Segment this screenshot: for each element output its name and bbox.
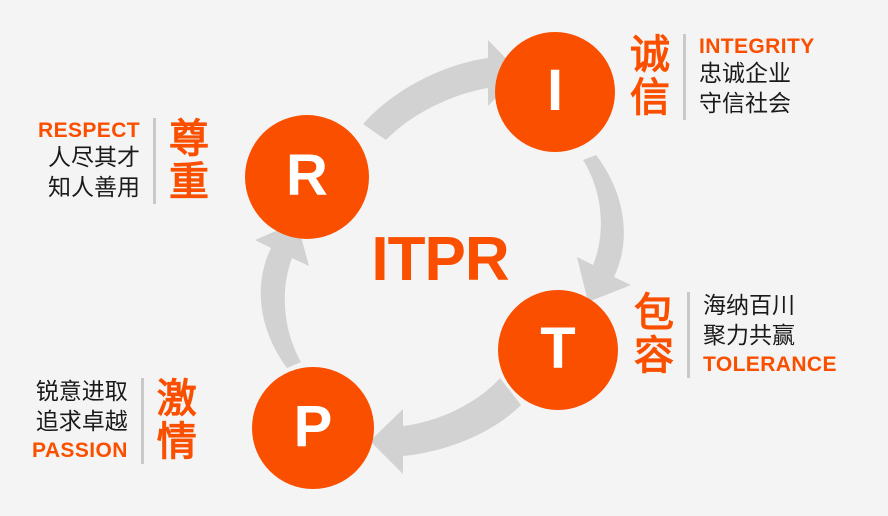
value-line-passion-2: 追求卓越 [35, 409, 128, 436]
value-line-tolerance-2: 聚力共赢 [703, 323, 795, 350]
value-title-respect: 尊 重 [169, 116, 209, 206]
value-detail-respect: RESPECT 人尽其才 知人善用 [38, 118, 140, 204]
divider-passion [140, 378, 144, 465]
node-letter-r: R [286, 143, 328, 208]
value-line-respect-2: 知人善用 [48, 175, 140, 202]
value-block-integrity: 诚 信 INTEGRITY 忠诚企业 守信社会 [630, 32, 815, 122]
value-detail-passion: 锐意进取 追求卓越 PASSION [32, 378, 128, 464]
node-circle-passion[interactable]: P [252, 367, 374, 489]
arrow-t-to-p-icon [370, 378, 521, 474]
value-block-respect: RESPECT 人尽其才 知人善用 尊 重 [38, 116, 209, 206]
value-title-integrity: 诚 信 [630, 32, 670, 122]
center-wordmark: ITPR [0, 229, 888, 291]
value-line-respect-1: 人尽其才 [48, 145, 140, 172]
value-title-tolerance: 包 容 [634, 290, 674, 380]
value-line-integrity-1: 忠诚企业 [699, 61, 791, 88]
value-title-passion: 激 情 [156, 376, 197, 466]
value-english-respect: RESPECT [38, 119, 140, 143]
value-line-tolerance-1: 海纳百川 [703, 293, 795, 320]
node-letter-t: T [540, 316, 576, 381]
node-circle-integrity[interactable]: I [495, 32, 615, 152]
node-letter-i: I [546, 58, 564, 123]
value-line-integrity-2: 守信社会 [699, 91, 791, 118]
value-block-tolerance: 包 容 海纳百川 聚力共赢 TOLERANCE [634, 290, 837, 380]
value-english-tolerance: TOLERANCE [703, 352, 837, 376]
node-letter-p: P [293, 394, 333, 459]
value-english-passion: PASSION [32, 438, 128, 462]
divider-tolerance [687, 292, 690, 379]
value-block-passion: 锐意进取 追求卓越 PASSION 激 情 [32, 376, 197, 466]
divider-respect [153, 118, 156, 205]
divider-integrity [683, 34, 686, 121]
node-circle-respect[interactable]: R [245, 115, 369, 239]
value-english-integrity: INTEGRITY [699, 35, 815, 59]
node-circle-tolerance[interactable]: T [498, 290, 618, 410]
value-line-passion-1: 锐意进取 [35, 379, 128, 406]
value-detail-integrity: INTEGRITY 忠诚企业 守信社会 [699, 34, 815, 120]
center-wordmark-text: ITPR [371, 225, 509, 294]
value-detail-tolerance: 海纳百川 聚力共赢 TOLERANCE [703, 292, 837, 378]
